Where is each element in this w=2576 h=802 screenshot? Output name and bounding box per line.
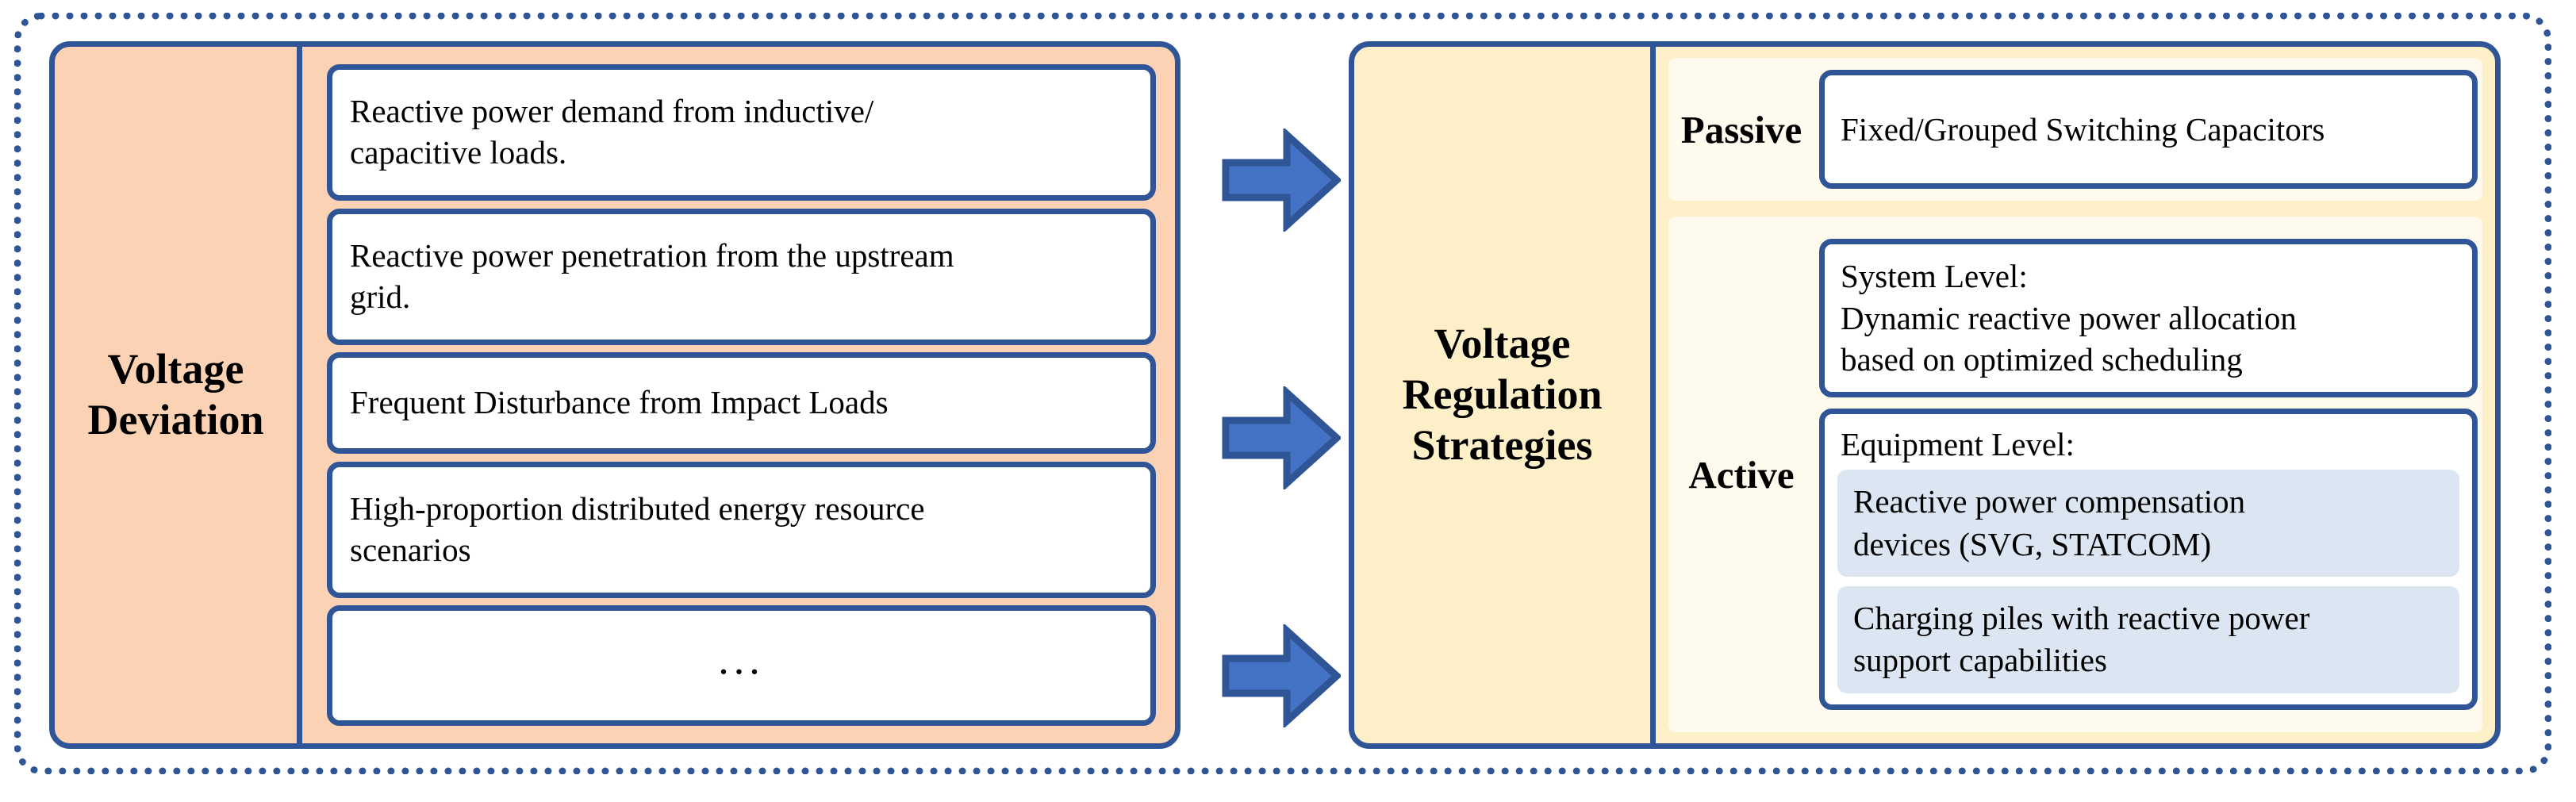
arrow-right-icon xyxy=(1222,129,1341,232)
deviation-item-2-text: Reactive power penetration from the upst… xyxy=(350,236,954,317)
equipment-sub-box-2: Charging piles with reactive power suppo… xyxy=(1837,585,2459,693)
equipment-sub-2-line1: Charging piles with reactive power xyxy=(1853,599,2310,636)
diagram-outer-dotted-frame xyxy=(14,13,2551,774)
arrow-2 xyxy=(1222,386,1341,489)
passive-capacitors-text: Fixed/Grouped Switching Capacitors xyxy=(1841,110,2325,148)
flow-arrows-group xyxy=(1222,41,1349,749)
deviation-item-2-line1: Reactive power penetration from the upst… xyxy=(350,236,954,274)
deviation-item-4-text: High-proportion distributed energy resou… xyxy=(350,489,925,570)
equipment-sub-1-line1: Reactive power compensation xyxy=(1853,483,2246,520)
voltage-regulation-strategies-panel: Voltage Regulation Strategies Passive Fi… xyxy=(1349,41,2501,749)
regulation-strategies-title: Voltage Regulation Strategies xyxy=(1402,320,1603,469)
regulation-strategies-title-cell: Voltage Regulation Strategies xyxy=(1354,47,1656,743)
system-level-line2: Dynamic reactive power allocation xyxy=(1841,299,2297,336)
deviation-item-1-text: Reactive power demand from inductive/ ca… xyxy=(350,91,873,173)
deviation-item-1-line1: Reactive power demand from inductive/ xyxy=(350,93,874,130)
deviation-item-4: High-proportion distributed energy resou… xyxy=(327,461,1156,598)
arrow-right-icon xyxy=(1222,624,1341,727)
system-level-line1: System Level: xyxy=(1841,258,2028,295)
voltage-deviation-title: Voltage Deviation xyxy=(87,345,264,443)
deviation-item-2-line2: grid. xyxy=(350,278,411,315)
section-active-label: Active xyxy=(1688,452,1795,497)
system-level-box: System Level: Dynamic reactive power all… xyxy=(1819,239,2478,397)
equipment-sub-1-line2: devices (SVG, STATCOM) xyxy=(1853,525,2212,562)
voltage-deviation-item-list: Reactive power demand from inductive/ ca… xyxy=(308,47,1175,743)
arrow-3 xyxy=(1222,624,1341,727)
equipment-level-title: Equipment Level: xyxy=(1841,425,2075,462)
passive-capacitors-box: Fixed/Grouped Switching Capacitors xyxy=(1819,70,2478,189)
deviation-item-5-text: ... xyxy=(718,635,765,683)
deviation-item-3: Frequent Disturbance from Impact Loads xyxy=(327,352,1156,454)
arrow-right-icon xyxy=(1222,386,1341,489)
deviation-item-2: Reactive power penetration from the upst… xyxy=(327,208,1156,345)
voltage-deviation-panel: Voltage Deviation Reactive power demand … xyxy=(49,41,1181,749)
system-level-line3: based on optimized scheduling xyxy=(1841,341,2243,378)
section-passive: Passive Fixed/Grouped Switching Capacito… xyxy=(1668,58,2482,201)
equipment-sub-2-line2: support capabilities xyxy=(1853,642,2107,679)
deviation-item-4-line1: High-proportion distributed energy resou… xyxy=(350,489,925,527)
deviation-item-5-ellipsis: ... xyxy=(327,605,1156,726)
deviation-item-3-text: Frequent Disturbance from Impact Loads xyxy=(350,384,889,421)
equipment-sub-box-1: Reactive power compensation devices (SVG… xyxy=(1837,470,2459,577)
equipment-level-box: Equipment Level: Reactive power compensa… xyxy=(1819,408,2478,710)
section-passive-label: Passive xyxy=(1680,107,1802,152)
deviation-item-4-line2: scenarios xyxy=(350,531,471,568)
deviation-item-1: Reactive power demand from inductive/ ca… xyxy=(327,64,1156,201)
section-active: Active System Level: Dynamic reactive po… xyxy=(1668,217,2482,732)
section-passive-content: Fixed/Grouped Switching Capacitors xyxy=(1819,70,2482,189)
section-active-content: System Level: Dynamic reactive power all… xyxy=(1819,239,2482,710)
arrow-1 xyxy=(1222,129,1341,232)
strategy-sections: Passive Fixed/Grouped Switching Capacito… xyxy=(1656,47,2495,743)
voltage-deviation-title-cell: Voltage Deviation xyxy=(55,47,302,743)
deviation-item-1-line2: capacitive loads. xyxy=(350,134,567,171)
